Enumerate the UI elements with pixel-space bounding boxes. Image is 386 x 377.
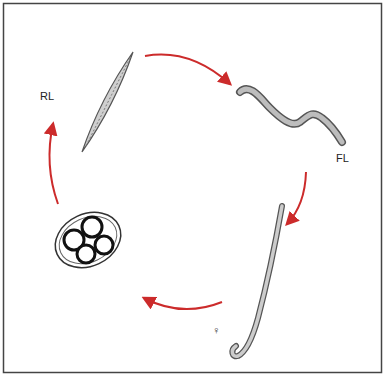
rhabditiform-larva	[82, 52, 133, 152]
frame	[4, 4, 382, 373]
stage-label: RL	[40, 90, 54, 103]
cycle-arrows	[49, 55, 306, 310]
stage-label: ♀	[212, 324, 220, 337]
stage-label: FL	[336, 152, 349, 165]
embryonated-egg	[46, 202, 130, 278]
adult-female-worm	[232, 206, 282, 356]
filariform-larva	[240, 89, 342, 142]
